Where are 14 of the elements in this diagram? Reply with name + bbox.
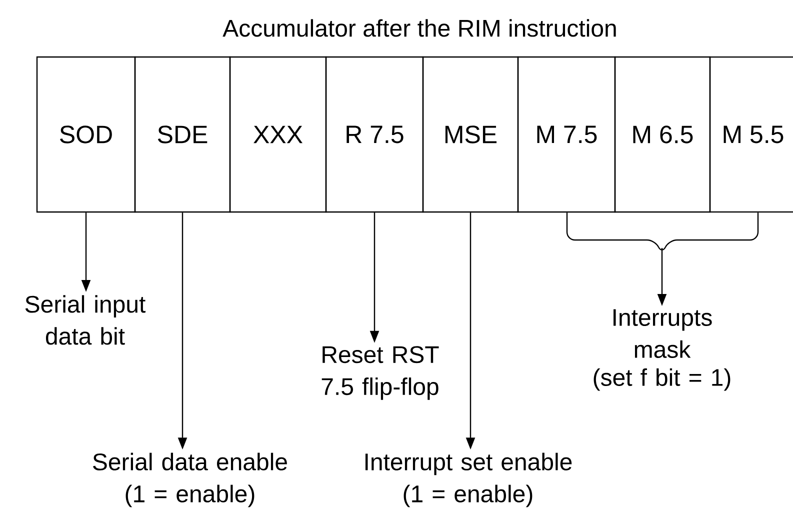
- register-cell: M 7.5: [517, 56, 616, 213]
- register-cell: XXX: [229, 56, 327, 213]
- register-cell: R 7.5: [325, 56, 424, 213]
- description-text: Interrupts mask (set f bit = 1): [594, 309, 730, 391]
- description-text: Serial data enable (1 = enable): [93, 452, 287, 508]
- register-cell: M 5.5: [709, 56, 793, 213]
- register-cell: SOD: [36, 56, 136, 213]
- register-cell: SDE: [134, 56, 231, 213]
- register-cell: MSE: [422, 56, 519, 213]
- title: Accumulator after the RIM instruction: [222, 19, 616, 37]
- register-cell: M 6.5: [614, 56, 711, 213]
- description-text: Serial input data bit: [25, 295, 146, 345]
- description-text: Reset RST 7.5 flip-flop: [322, 346, 439, 400]
- description-text: Interrupt set enable (1 = enable): [365, 452, 572, 508]
